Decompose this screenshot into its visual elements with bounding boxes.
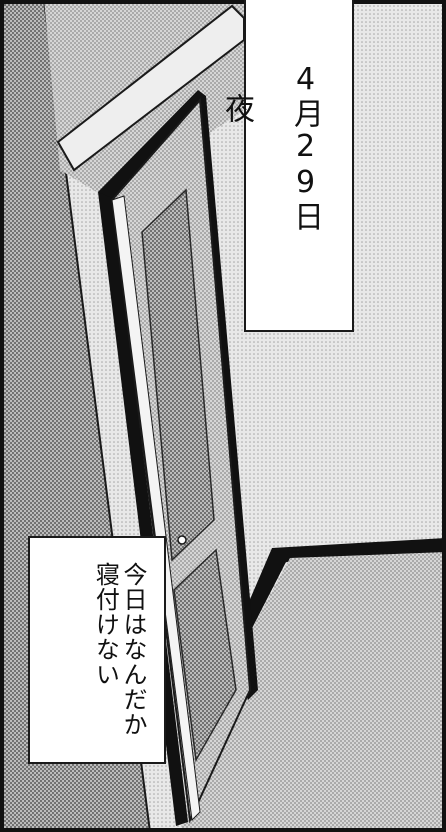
door-panel-upper xyxy=(141,188,215,562)
thought-caption-text: 今日はなんだか 寝付けない xyxy=(91,562,147,737)
time-caption-text: 4月29日 夜 xyxy=(219,62,323,232)
door-knob xyxy=(177,535,187,545)
corridor-wall xyxy=(244,332,446,556)
time-caption-box: 4月29日 夜 xyxy=(219,0,354,332)
floor xyxy=(180,552,446,832)
thought-caption-box: 今日はなんだか 寝付けない xyxy=(28,536,166,764)
door-panel-lower xyxy=(173,548,237,763)
